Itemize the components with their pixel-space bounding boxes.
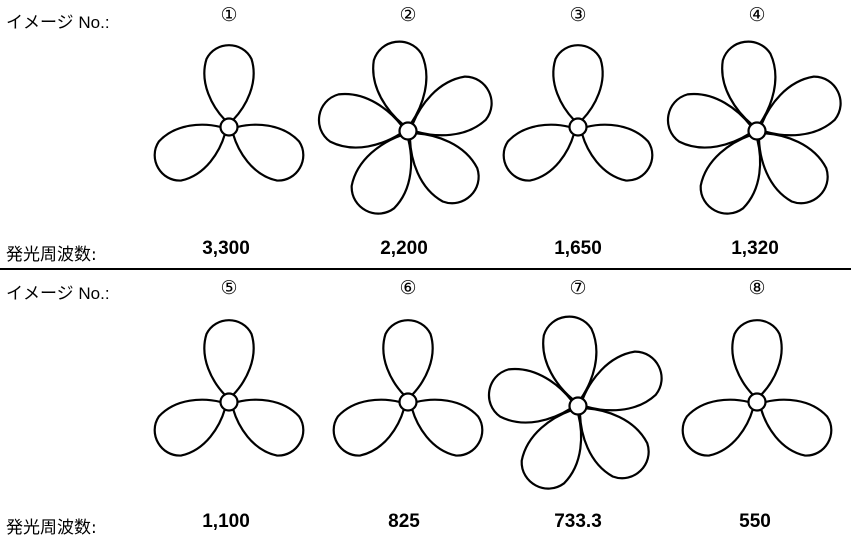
- image-number-6: ⑥: [399, 277, 417, 299]
- propeller-blade: [203, 44, 255, 122]
- image-number-1: ①: [220, 4, 238, 26]
- image-number-2: ②: [399, 4, 417, 26]
- propeller-blade: [581, 350, 663, 412]
- propeller-blade: [520, 409, 583, 490]
- propeller-hub: [747, 121, 767, 141]
- propeller-blade: [408, 132, 480, 205]
- frequency-value-5: 1,100: [202, 511, 250, 532]
- propeller-hub: [398, 121, 418, 141]
- image-number-3: ③: [569, 4, 587, 26]
- frequency-value-2: 2,200: [380, 238, 428, 259]
- propeller-blade: [487, 367, 573, 424]
- propeller-blade: [757, 132, 829, 205]
- propeller-blade: [759, 398, 833, 457]
- propeller-blade: [350, 134, 413, 215]
- image-no-label-row1: イメージ No.:: [6, 13, 110, 32]
- propeller-blade: [666, 92, 752, 149]
- frequency-value-3: 1,650: [554, 238, 602, 259]
- image-number-7: ⑦: [569, 277, 587, 299]
- propeller-blade: [317, 92, 403, 149]
- propeller-blade: [580, 123, 654, 182]
- row-divider: [0, 268, 851, 270]
- propeller-blade: [699, 134, 762, 215]
- propeller-blade: [332, 398, 406, 457]
- propeller-hub: [219, 117, 239, 137]
- propeller-blade: [731, 319, 783, 397]
- propeller-hub: [568, 396, 588, 416]
- frequency-value-6: 825: [388, 511, 420, 532]
- frequency-value-1: 3,300: [202, 238, 250, 259]
- propeller-blade: [760, 75, 842, 137]
- propeller-blade: [411, 75, 493, 137]
- propeller-hub: [398, 392, 418, 412]
- frequency-value-4: 1,320: [731, 238, 779, 259]
- propeller-hub: [219, 392, 239, 412]
- propeller-blade: [382, 319, 434, 397]
- propeller-blade: [681, 398, 755, 457]
- propeller-blade: [502, 123, 576, 182]
- propeller-hub: [568, 117, 588, 137]
- propeller-blade: [542, 315, 598, 401]
- image-number-5: ⑤: [220, 277, 238, 299]
- frequency-label-row1: 発光周波数:: [6, 245, 97, 265]
- propeller-blade: [578, 407, 650, 480]
- propeller-blade: [410, 398, 484, 457]
- propeller-blade: [721, 40, 777, 126]
- image-number-8: ⑧: [748, 277, 766, 299]
- propeller-blade: [231, 123, 305, 182]
- propeller-blade: [552, 44, 604, 122]
- image-number-4: ④: [748, 4, 766, 26]
- frequency-value-7: 733.3: [554, 511, 602, 532]
- propeller-blade: [231, 398, 305, 457]
- propeller-blade: [153, 123, 227, 182]
- image-no-label-row2: イメージ No.:: [6, 284, 110, 303]
- propeller-blade: [153, 398, 227, 457]
- frequency-label-row2: 発光周波数:: [6, 518, 97, 538]
- frequency-value-8: 550: [739, 511, 771, 532]
- propeller-blade: [372, 40, 428, 126]
- propeller-hub: [747, 392, 767, 412]
- propeller-blade: [203, 319, 255, 397]
